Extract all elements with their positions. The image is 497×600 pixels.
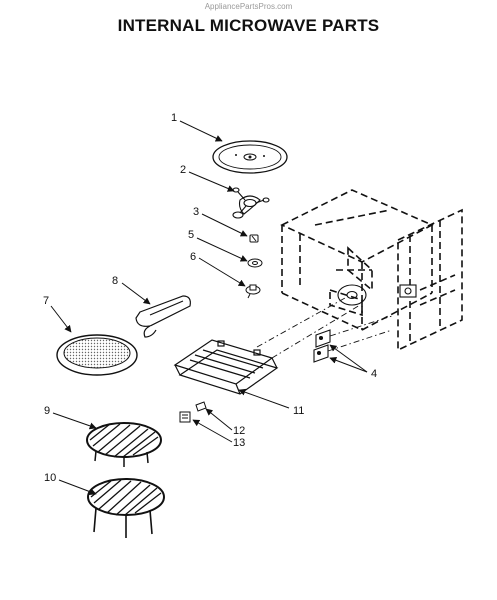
callout-labels: 1 2 3 4 5 6 7 8 9 10 11 12 13 [43, 112, 377, 484]
callout-5: 5 [188, 229, 194, 241]
clip-parts [179, 401, 207, 423]
callout-8: 8 [112, 275, 118, 287]
support-rack [173, 339, 279, 395]
callout-3: 3 [193, 206, 199, 218]
callout-9: 9 [44, 405, 50, 417]
microwave-cavity [280, 189, 463, 352]
callout-4: 4 [371, 368, 377, 380]
callout-6: 6 [190, 251, 196, 263]
callout-2: 2 [180, 164, 186, 176]
crisper-mesh-pan [56, 334, 138, 376]
turntable-glass-tray [212, 140, 288, 174]
drive-shaft-part [245, 284, 261, 299]
mounting-brackets [313, 329, 331, 363]
crisper-handle [135, 295, 191, 338]
callout-7: 7 [43, 295, 49, 307]
callout-10: 10 [44, 472, 56, 484]
callout-12: 12 [233, 425, 245, 437]
turntable-coupler [249, 234, 259, 243]
bearing-part [247, 258, 263, 268]
callout-13: 13 [233, 437, 245, 449]
turntable-roller-support [232, 187, 270, 219]
wire-grill-rack-9 [86, 422, 162, 467]
page-title: INTERNAL MICROWAVE PARTS [117, 16, 380, 35]
wire-grill-rack-10 [87, 478, 165, 538]
callout-1: 1 [171, 112, 177, 124]
assembly-lines [256, 297, 393, 359]
leader-lines [50, 120, 368, 496]
callout-11: 11 [293, 405, 304, 417]
cavity-drive-motor [337, 284, 417, 306]
watermark: AppliancePartsPros.com [204, 2, 293, 11]
